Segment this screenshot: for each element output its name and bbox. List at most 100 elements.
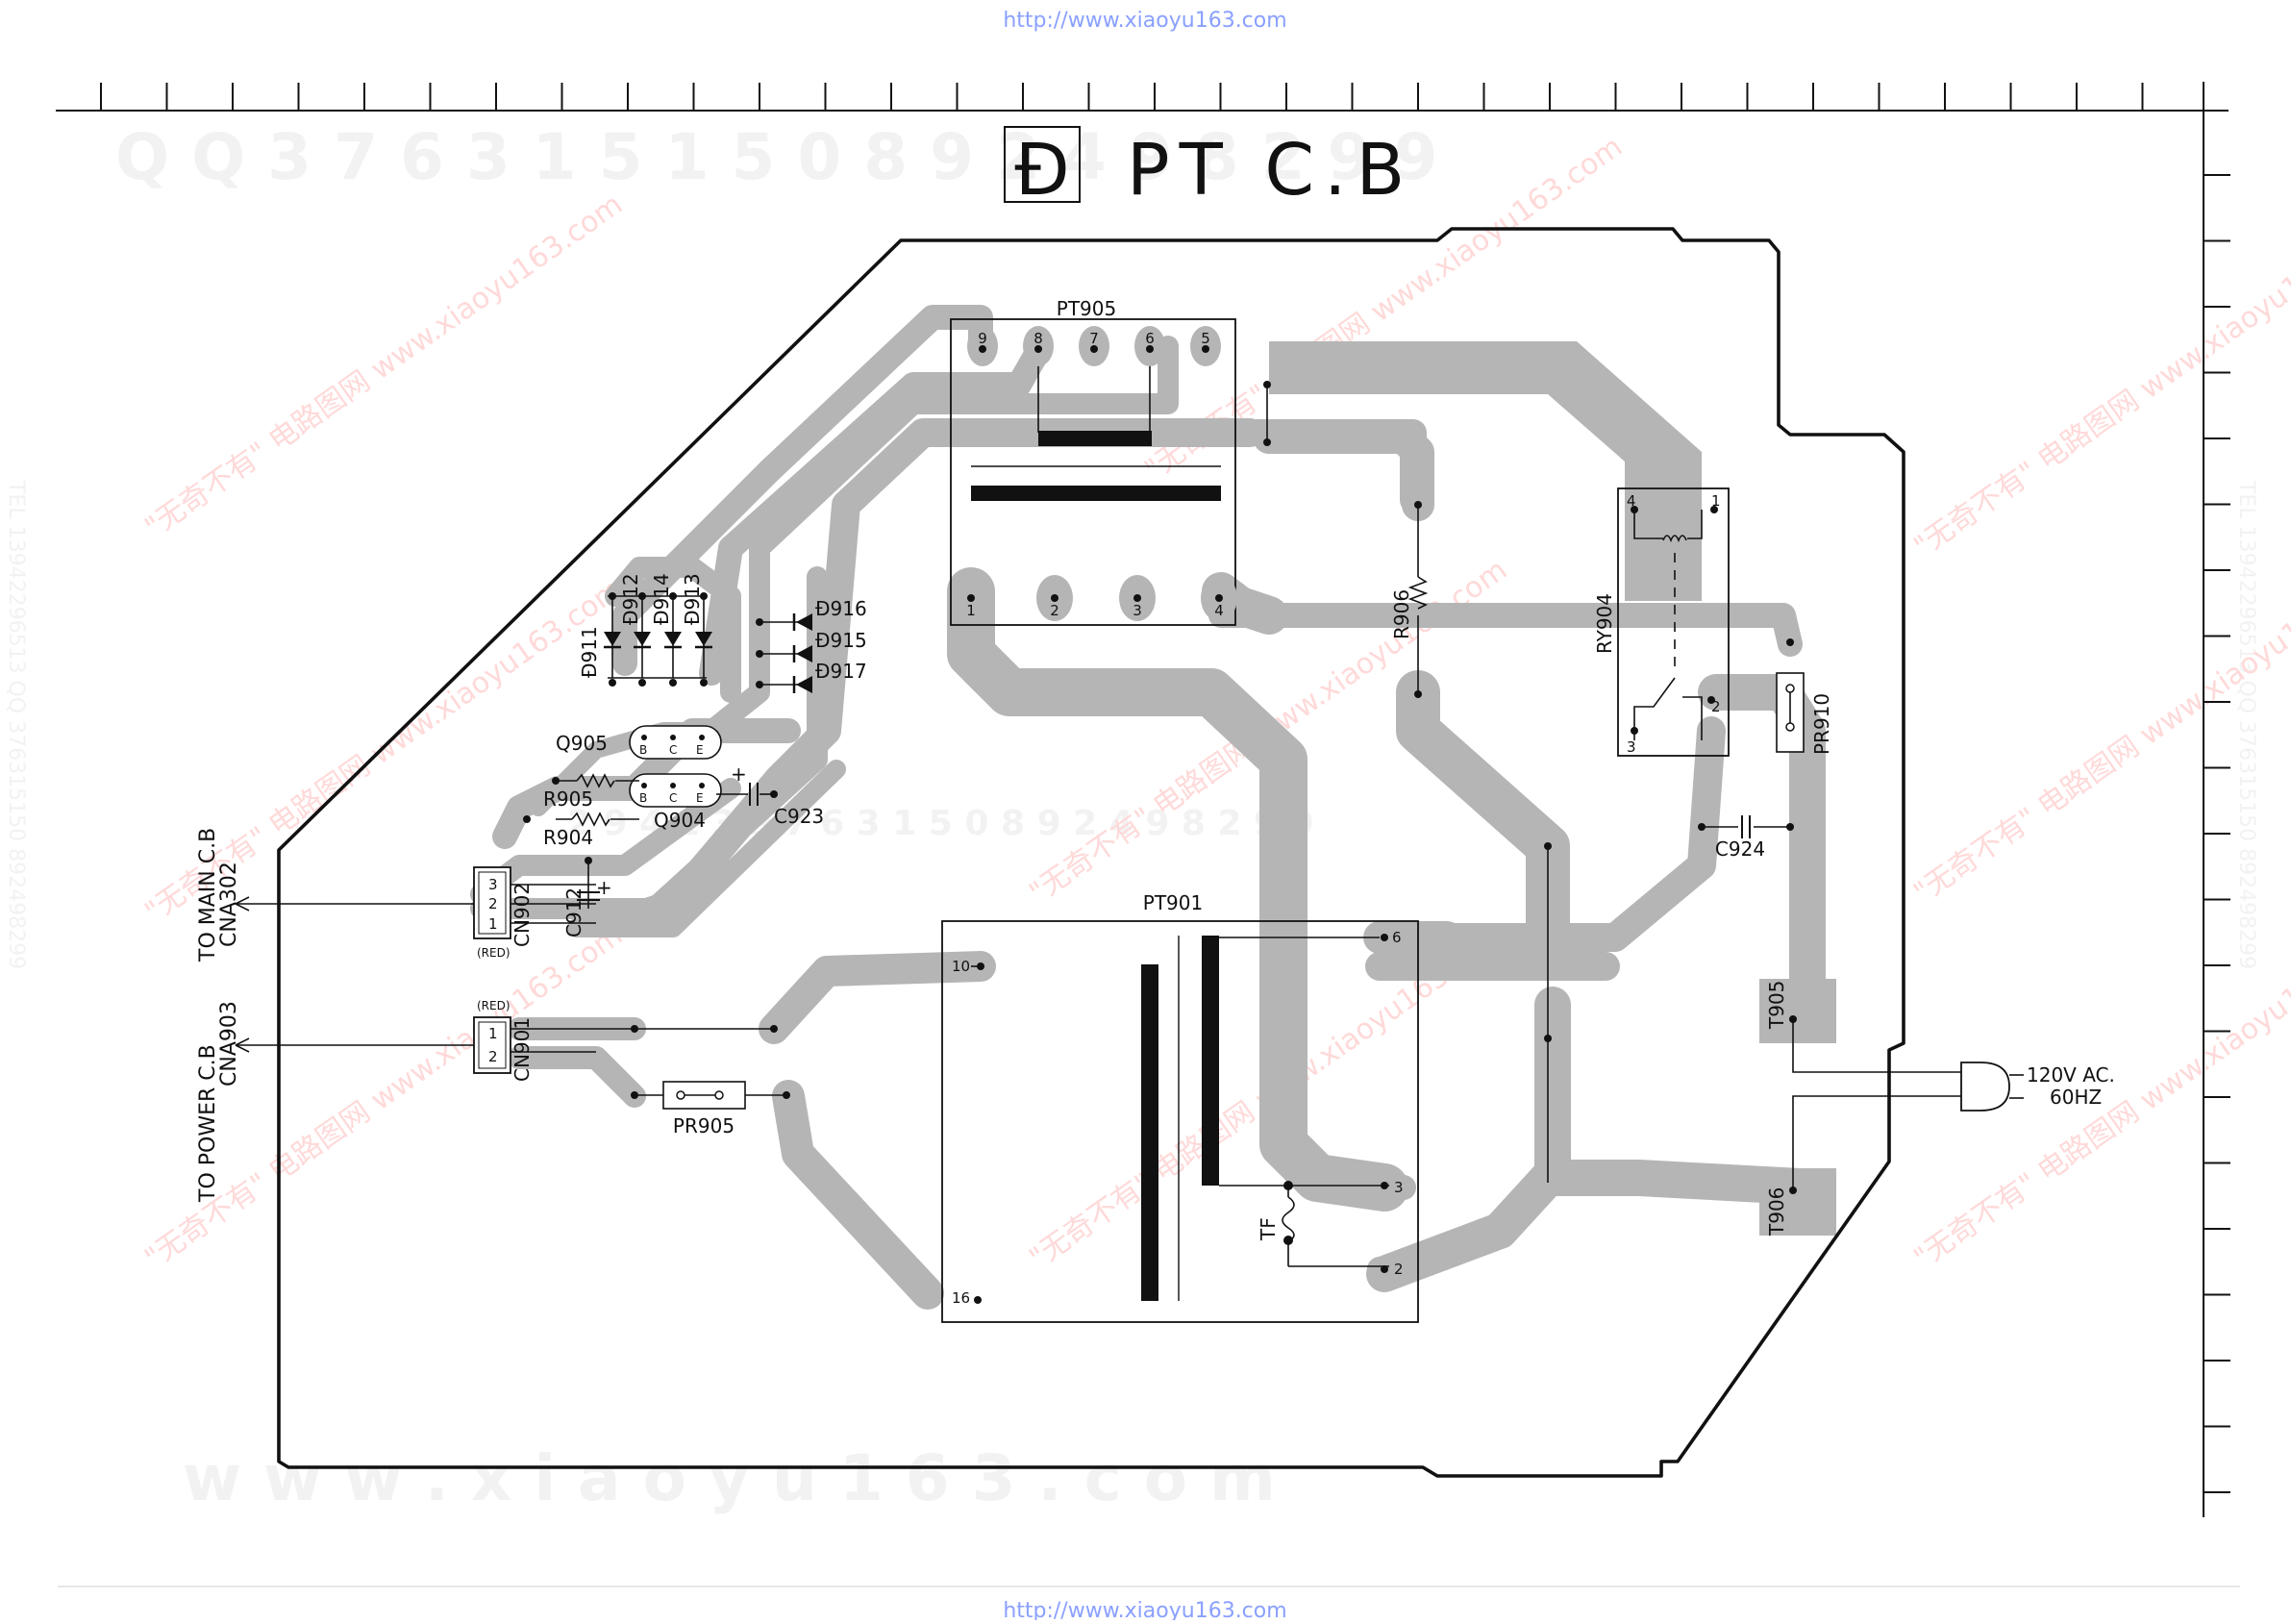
r904-label: R904: [543, 826, 593, 849]
cn902-pin-1: 1: [488, 915, 498, 933]
r906-label: R906: [1390, 589, 1413, 639]
watermark-side-left: TEL 13942296513 QQ 376315150 892498299: [4, 480, 28, 969]
diode-symbol: [634, 632, 651, 646]
watermark-side-right: TEL 13942296513 QQ 376315150 892498299: [2234, 480, 2258, 969]
ry904-pin-2: 2: [1711, 698, 1721, 715]
connection-main-cb: TO MAIN C.B CNA302: [196, 828, 474, 962]
footer-url[interactable]: http://www.xiaoyu163.com: [1003, 1599, 1286, 1623]
watermark-top-digits: Q Q 3 7 6 3 1 5 1 5 0 8 9 2 4 9 8 2 9 9: [115, 120, 1437, 194]
pt905-top-pin-dot: [1034, 345, 1042, 353]
pt905-top-pin-label: 7: [1089, 330, 1099, 347]
diode-pad-bottom: [609, 679, 616, 687]
resistor-r904: R904: [523, 812, 639, 849]
watermark-cn-1: "无奇不有" 电路图网 www.xiaoyu163.com: [139, 187, 630, 544]
main-cb-connector: CNA302: [217, 862, 241, 947]
c912-label: C912: [562, 887, 585, 937]
ry904-pin-4: 4: [1627, 492, 1636, 510]
cn902-wire-color: (RED): [477, 946, 510, 960]
pt901-pin-3: 3: [1394, 1179, 1404, 1196]
capacitor-c923: + C923: [716, 762, 824, 828]
pt901-pin-10: 10: [952, 958, 970, 975]
pt905-top-pin-label: 6: [1145, 330, 1155, 347]
cn901-pin-2: 2: [488, 1048, 498, 1065]
connection-power-cb: TO POWER C.B CNA903: [196, 1001, 474, 1203]
q905-pin-c: C: [669, 743, 677, 757]
page-title: PT C.B: [1127, 129, 1414, 212]
title-symbol: Đ: [1014, 129, 1069, 212]
main-cb-text: TO MAIN C.B: [196, 828, 220, 962]
terminal-t905: T905: [1759, 979, 1836, 1043]
q904-pin-c: C: [669, 791, 677, 805]
q904-label: Q904: [654, 809, 706, 832]
c912-plus: +: [596, 876, 612, 899]
terminal-t906: T906: [1765, 1187, 1797, 1237]
diode-symbol: [796, 645, 812, 662]
cn901-wire-color: (RED): [477, 999, 510, 1012]
d913-label: Đ913: [681, 573, 704, 625]
watermark-cn-8: "无奇不有" 电路图网 www.xiaoyu163.com: [1908, 553, 2291, 910]
cn902-pin-3: 3: [488, 876, 498, 893]
protector-pr910: PR910: [1776, 638, 1833, 755]
connector-cn901: 1 2 CN901 (RED): [473, 999, 778, 1082]
diode-pad-top: [700, 592, 708, 600]
pt901-pin-16: 16: [952, 1289, 970, 1307]
pt901-label: PT901: [1143, 891, 1203, 914]
c923-plus: +: [731, 762, 747, 786]
diode-symbol: [796, 676, 812, 693]
pt905-top-pin-dot: [1202, 345, 1209, 353]
transistor-q904: Q904 B C E: [629, 773, 722, 832]
d914-label: Đ914: [650, 573, 673, 625]
c923-label: C923: [774, 805, 824, 828]
d916-label: Đ916: [815, 597, 867, 620]
pt905-bottom-pin-dot: [1215, 594, 1223, 602]
tf-label: TF: [1257, 1217, 1280, 1241]
pt905-bottom-pin-label: 3: [1133, 602, 1142, 619]
power-cb-connector: CNA903: [217, 1001, 241, 1087]
board-outline: [277, 227, 1905, 1478]
diode-pad-left: [756, 618, 763, 626]
t906-label: T906: [1765, 1187, 1788, 1237]
diode-symbol: [695, 632, 712, 646]
diode-symbol: [604, 632, 621, 646]
connector-cn902: 3 2 1 CN902 (RED): [473, 866, 596, 960]
cn902-pin-2: 2: [488, 895, 498, 912]
pt905-bottom-pin-dot: [1133, 594, 1141, 602]
protector-pr905: PR905: [631, 1081, 790, 1137]
diode-group-d911-d913: Đ911 Đ912 Đ914 Đ913: [578, 573, 712, 687]
transistor-q905: Q905 B C E: [556, 725, 722, 760]
d915-label: Đ915: [815, 629, 867, 652]
pt905-bottom-pin-label: 2: [1050, 602, 1059, 619]
diode-pad-top: [638, 592, 646, 600]
c924-label: C924: [1715, 837, 1765, 861]
power-cb-text: TO POWER C.B: [196, 1044, 220, 1203]
diode-pad-bottom: [700, 679, 708, 687]
title-box: [1004, 126, 1081, 203]
resistor-r906: R906: [1390, 501, 1429, 698]
ac-voltage-label: 120V AC.: [2027, 1063, 2115, 1087]
frame-rulers: [56, 82, 2240, 1587]
pt905-top-pin-dot: [1146, 345, 1154, 353]
transformer-pt901: PT901 TF 10 16 6 3 2: [941, 891, 1419, 1323]
pt901-pin-2: 2: [1394, 1261, 1404, 1278]
pt905-bottom-pin-label: 4: [1214, 602, 1224, 619]
diode-symbol: [796, 613, 812, 631]
ac-frequency-label: 60HZ: [2050, 1086, 2102, 1109]
ry904-label: RY904: [1593, 593, 1616, 654]
diode-pad-bottom: [638, 679, 646, 687]
d917-label: Đ917: [815, 660, 867, 683]
cn902-label: CN902: [510, 883, 534, 947]
d911-label: Đ911: [578, 626, 601, 678]
ry904-pin-3: 3: [1627, 738, 1636, 756]
t905-label: T905: [1765, 981, 1788, 1030]
pt905-label: PT905: [1057, 297, 1116, 320]
header-url[interactable]: http://www.xiaoyu163.com: [1003, 9, 1286, 33]
pt905-top-pin-label: 5: [1201, 330, 1210, 347]
ac-plug: 120V AC. 60HZ: [1792, 1019, 2115, 1190]
capacitor-c924: C924: [1698, 815, 1794, 861]
relay-ry904: RY904 4 1 3 2: [1593, 487, 1730, 757]
resistor-r905: R905: [543, 773, 639, 811]
pt905-bottom-pin-label: 1: [966, 602, 976, 619]
